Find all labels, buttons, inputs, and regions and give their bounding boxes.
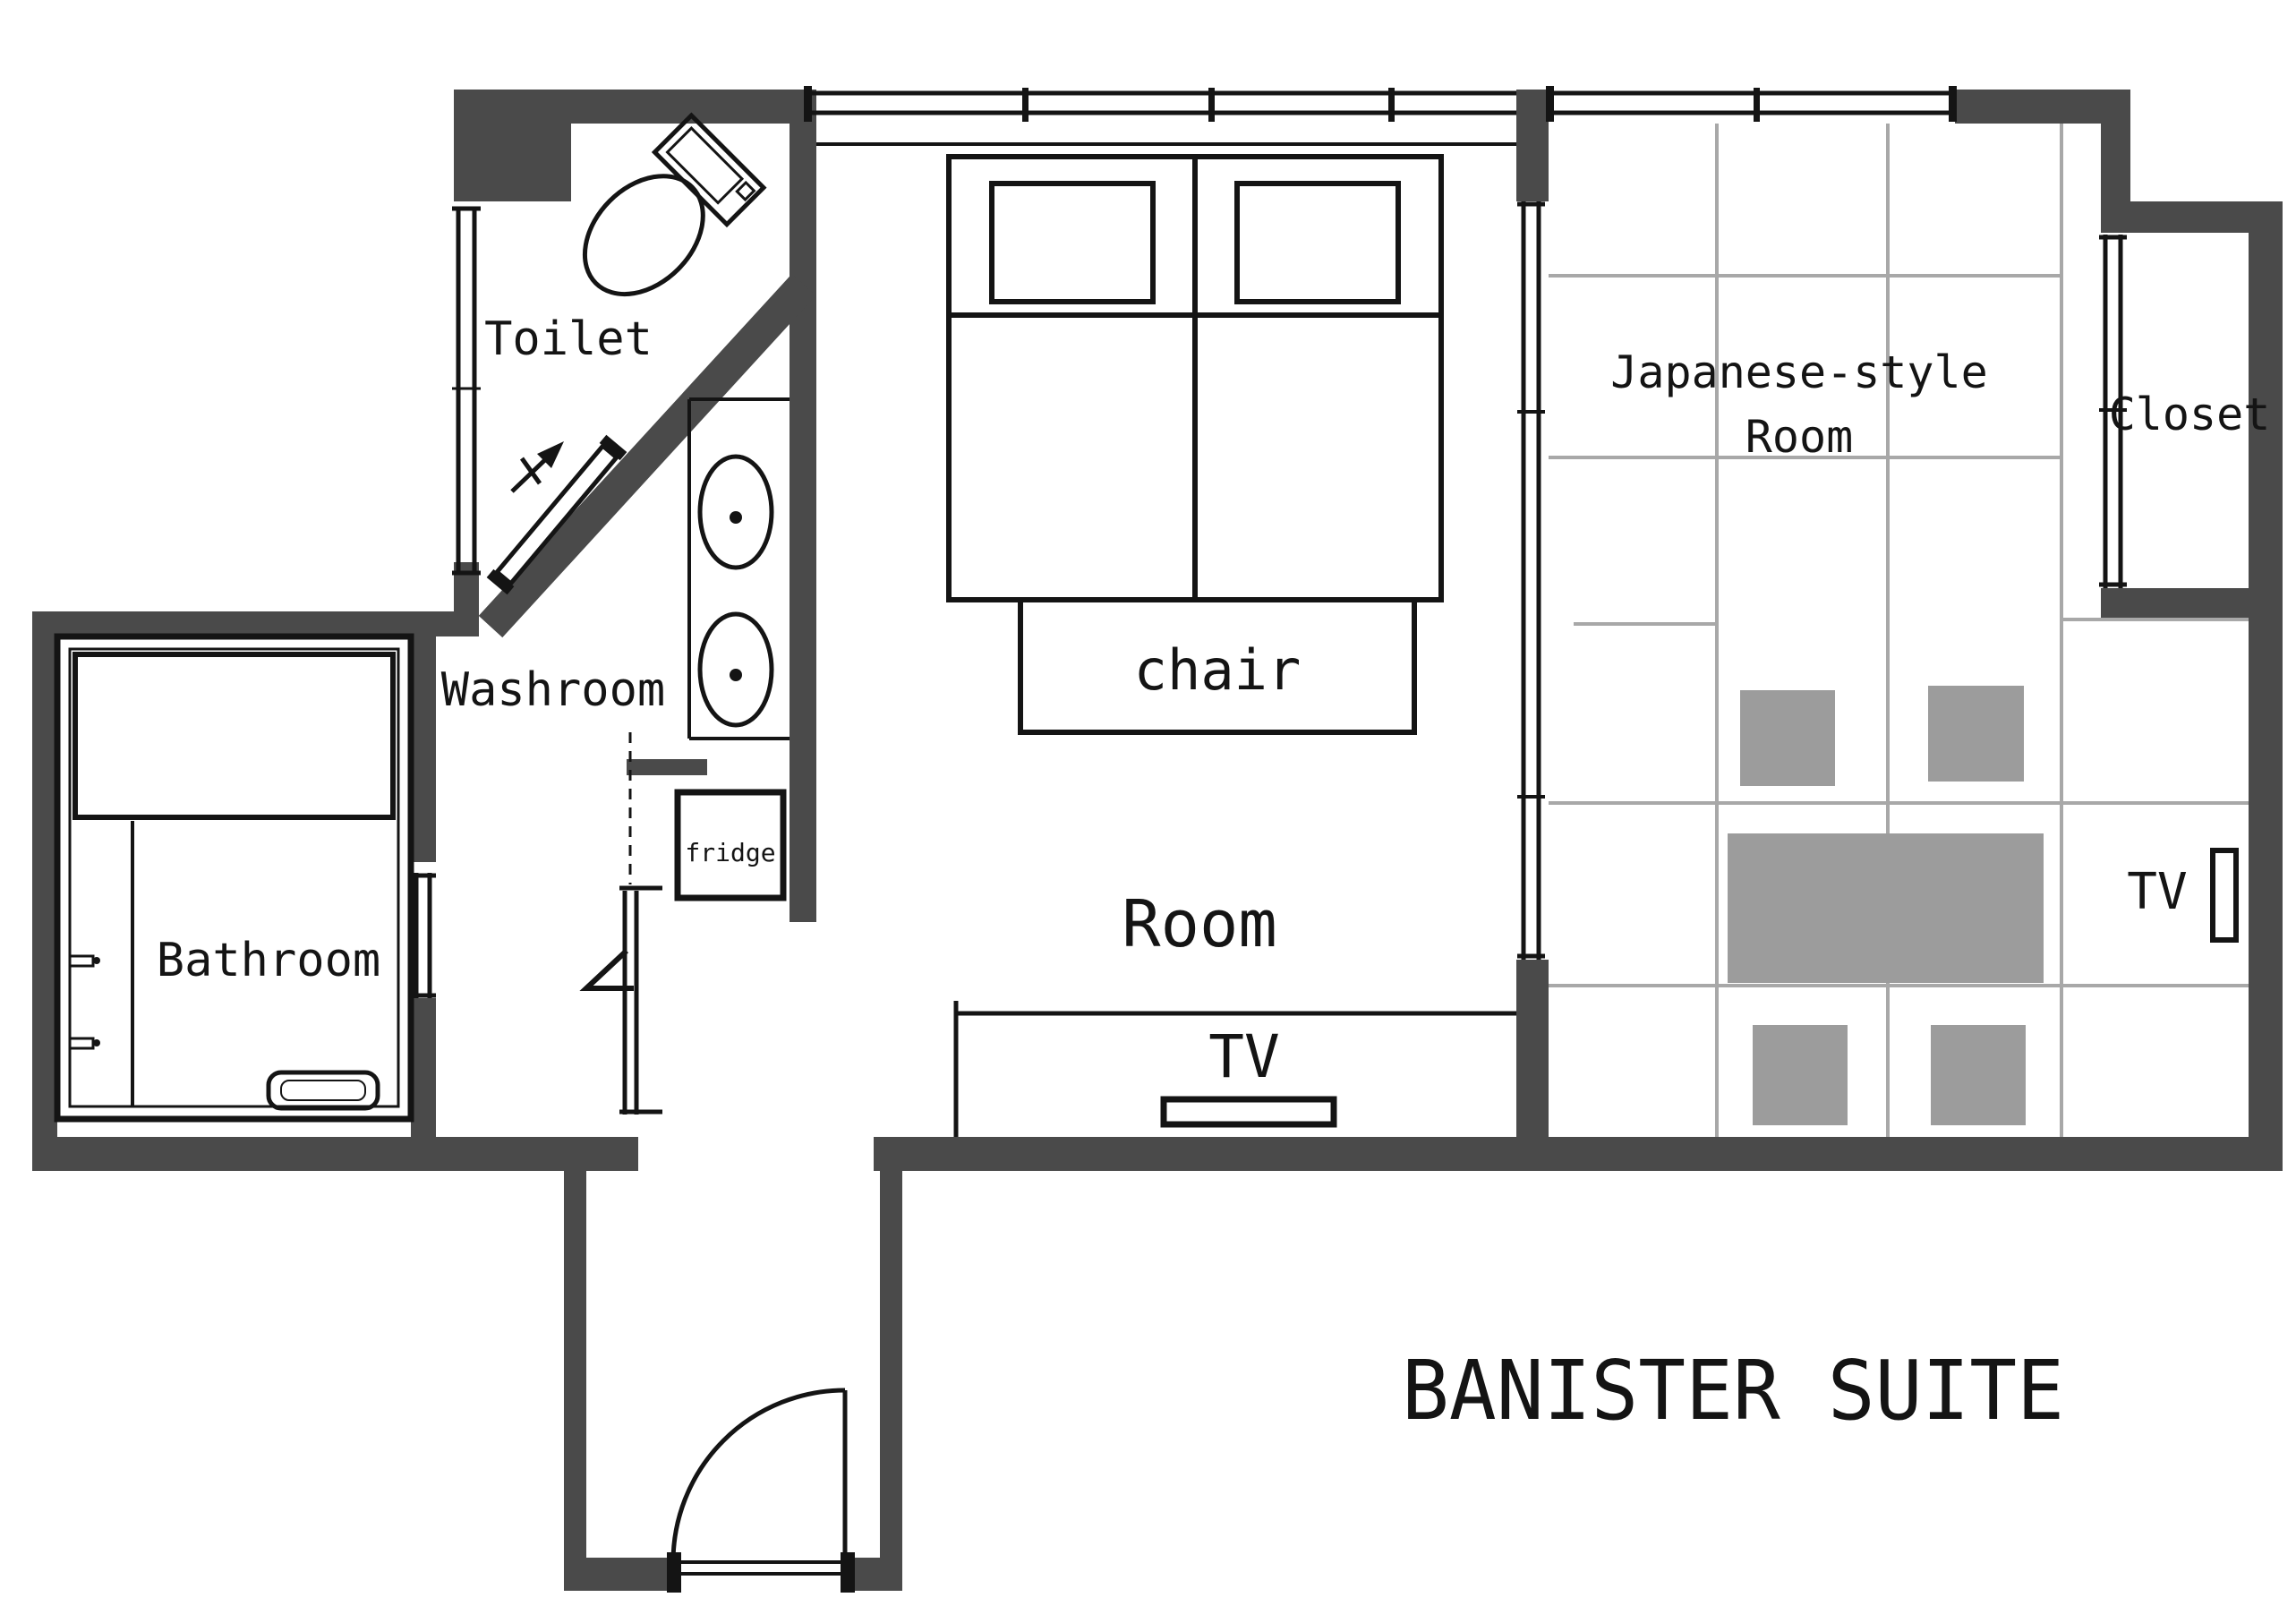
corridor-wall-stub: [564, 1558, 680, 1591]
toilet-room: [486, 112, 767, 595]
plan-title: BANISTER SUITE: [1402, 1343, 2064, 1439]
bathroom-top-wall: [32, 611, 454, 636]
window-cap: [1949, 86, 1957, 122]
door-jamb: [841, 1552, 855, 1593]
bathroom-right-wall: [411, 998, 436, 1137]
door-swing-arrow: [510, 441, 564, 493]
bottom-wall: [32, 1137, 638, 1171]
bathroom-left-wall: [32, 611, 57, 1171]
chair-label: chair: [1134, 637, 1302, 703]
fridge-label: fridge: [685, 838, 775, 867]
bathroom-unit-inner: [68, 647, 400, 1108]
arrow-head: [537, 441, 564, 468]
bathroom-unit: [54, 633, 414, 1123]
right-wall: [2249, 201, 2283, 1171]
sink-basin: [697, 454, 774, 570]
corridor-wall-stub: [855, 1558, 902, 1591]
japanese-room: [1549, 124, 2249, 1137]
tv-set: [1160, 1096, 1337, 1128]
bottom-wall: [874, 1137, 2283, 1171]
toilet-label: Toilet: [484, 312, 653, 366]
walls: [32, 90, 2283, 1591]
bathroom-unit-outer: [54, 633, 414, 1123]
chair-bench: [1018, 597, 1417, 735]
main-room: [946, 154, 1516, 1137]
window-mullion: [1388, 88, 1395, 122]
diagonal-wall: [478, 273, 816, 638]
toilet-door-cap: [599, 434, 627, 461]
door-break-symbol: [579, 948, 634, 991]
room-tv-label: TV: [1208, 1022, 1279, 1091]
sink-drain: [730, 669, 742, 681]
floor-cushion: [1928, 686, 2024, 782]
window-mullion: [1022, 88, 1029, 122]
corridor-left-wall: [564, 1171, 586, 1562]
window-mullion: [1208, 88, 1215, 122]
sliding-doors: [410, 201, 2127, 1115]
room-label: Room: [1122, 886, 1276, 961]
arrow-tick: [519, 457, 542, 485]
door-jamb: [667, 1552, 681, 1593]
bathtub: [73, 652, 396, 820]
floor-cushion: [1740, 690, 1835, 786]
toilet-tank: [651, 112, 767, 228]
closet-top-wall: [2101, 201, 2275, 233]
labels: Toilet Washroom Bathroom chair Room TV f…: [157, 312, 2271, 1439]
washroom-label: Washroom: [441, 663, 665, 717]
pillow: [989, 181, 1156, 304]
bath-step-inner: [280, 1080, 366, 1101]
faucet-fixture: [68, 1037, 95, 1050]
wall-segment: [790, 90, 816, 922]
faucet-knob: [93, 957, 100, 964]
low-table: [1728, 833, 2044, 983]
faucet-fixture: [68, 954, 95, 968]
toilet-tank-inner: [665, 126, 745, 205]
japanese-tv-set: [2210, 848, 2239, 943]
floor-cushion: [1931, 1025, 2026, 1125]
window-mullion: [1754, 88, 1760, 122]
pillow: [1234, 181, 1401, 304]
fridge: [674, 789, 787, 901]
fridge-nook-wall: [627, 759, 707, 775]
japanese-tv-label: TV: [2127, 863, 2187, 921]
washroom: [674, 397, 790, 901]
windows: [452, 86, 1957, 576]
bath-step: [266, 1070, 380, 1111]
tatami-grid: [1549, 124, 2249, 1137]
wall-segment: [1516, 960, 1549, 1171]
entrance: [667, 1388, 855, 1593]
toilet-door-cap: [486, 568, 515, 595]
bathroom-right-wall: [411, 636, 436, 862]
toilet-bowl: [582, 174, 705, 297]
bathroom-label: Bathroom: [157, 934, 380, 987]
sink-drain: [730, 511, 742, 524]
toilet-fixture: [582, 112, 767, 297]
faucet-knob: [93, 1039, 100, 1046]
toilet-flush-button: [735, 180, 756, 202]
toilet-door: [486, 434, 627, 595]
corridor-right-wall: [880, 1171, 902, 1562]
wall-segment: [1516, 90, 1549, 201]
window-cap: [804, 86, 812, 122]
window-cap: [1546, 86, 1554, 122]
floor-cushion: [1753, 1025, 1848, 1125]
closet-label: Closet: [2109, 389, 2271, 440]
sink-basin: [697, 611, 774, 728]
japanese-room-label-line2: Room: [1745, 411, 1853, 463]
japanese-room-label-line1: Japanese-style: [1610, 346, 1987, 398]
wall-segment: [454, 90, 804, 124]
closet-bottom-wall: [2101, 588, 2249, 619]
entrance-door-swing-arc: [670, 1388, 846, 1563]
